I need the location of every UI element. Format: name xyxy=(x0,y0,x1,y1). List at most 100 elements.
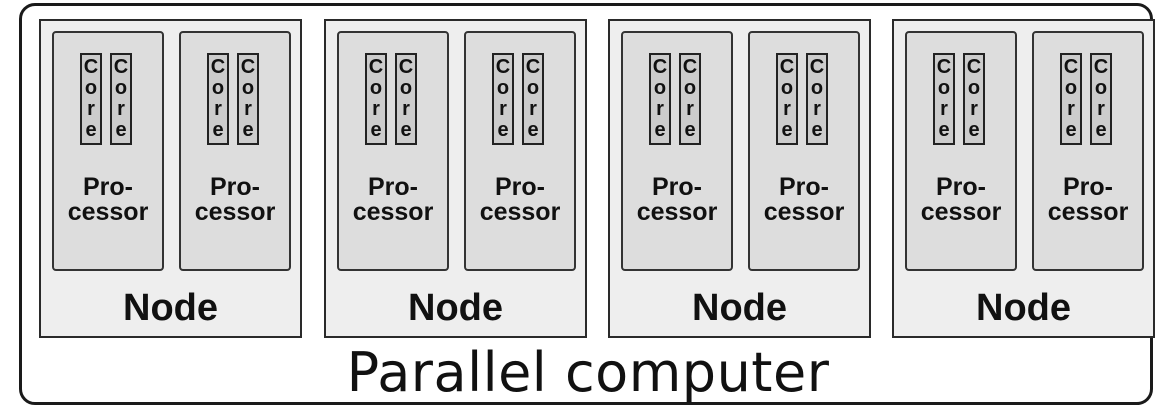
node-label: Node xyxy=(123,287,218,329)
processor-label: Pro-cessor xyxy=(181,175,289,225)
core-label-letter: r xyxy=(970,98,978,120)
core-label-letter: e xyxy=(212,119,224,141)
core-label-letter: r xyxy=(87,98,95,120)
core-label-letter: C xyxy=(525,56,541,78)
core-label-letter: e xyxy=(781,119,793,141)
processor-label: Pro-cessor xyxy=(623,175,731,225)
core-label-letter: r xyxy=(244,98,252,120)
core-label-letter: o xyxy=(1064,77,1078,99)
processor-label-line2: cessor xyxy=(920,198,1002,226)
processor-label: Pro-cessor xyxy=(1034,175,1142,225)
core-label-letter: e xyxy=(85,119,97,141)
core-label-letter: C xyxy=(83,56,99,78)
processor-label: Pro-cessor xyxy=(907,175,1015,225)
core-label-letter: e xyxy=(115,119,127,141)
core-label-letter: o xyxy=(84,77,98,99)
core-label-letter: e xyxy=(1095,119,1107,141)
core-label-letter: r xyxy=(813,98,821,120)
core-label-letter: o xyxy=(810,77,824,99)
core-label-letter: C xyxy=(809,56,825,78)
node-label: Node xyxy=(408,287,503,329)
core-label-letter: o xyxy=(526,77,540,99)
processor-label: Pro-cessor xyxy=(750,175,858,225)
core-label-letter: r xyxy=(402,98,410,120)
processor-label-line2: cessor xyxy=(636,198,718,226)
core-label-letter: r xyxy=(783,98,791,120)
core-label-letter: C xyxy=(682,56,698,78)
processor-label-line1: Pro- xyxy=(1063,173,1113,201)
processor-label-line1: Pro- xyxy=(779,173,829,201)
node-label: Node xyxy=(976,287,1071,329)
core-label-letter: o xyxy=(1094,77,1108,99)
core-label-letter: e xyxy=(968,119,980,141)
core-label-letter: e xyxy=(400,119,412,141)
core-label-letter: C xyxy=(779,56,795,78)
core-label-letter: o xyxy=(114,77,128,99)
core-label-letter: o xyxy=(496,77,510,99)
node-label: Node xyxy=(692,287,787,329)
processor-label-line2: cessor xyxy=(352,198,434,226)
core-label-letter: r xyxy=(372,98,380,120)
core-label-letter: o xyxy=(780,77,794,99)
core-label-letter: e xyxy=(370,119,382,141)
core-label-letter: r xyxy=(529,98,537,120)
core-label-letter: o xyxy=(211,77,225,99)
core-label-letter: e xyxy=(1065,119,1077,141)
core-label-letter: C xyxy=(936,56,952,78)
core-label-letter: r xyxy=(940,98,948,120)
core-label-letter: C xyxy=(966,56,982,78)
core-label-letter: r xyxy=(686,98,694,120)
core-label-letter: C xyxy=(240,56,256,78)
processor-label-line2: cessor xyxy=(67,198,149,226)
core-label-letter: o xyxy=(241,77,255,99)
core-label-letter: o xyxy=(653,77,667,99)
processor-label-line2: cessor xyxy=(763,198,845,226)
core-label-letter: C xyxy=(652,56,668,78)
parallel-computer-label: Parallel computer xyxy=(346,341,830,404)
core-label-letter: o xyxy=(369,77,383,99)
core-label-letter: e xyxy=(497,119,509,141)
core-label-letter: r xyxy=(1097,98,1105,120)
processor-label-line1: Pro- xyxy=(210,173,260,201)
processor-label-line1: Pro- xyxy=(83,173,133,201)
core-label-letter: C xyxy=(113,56,129,78)
processor-label-line1: Pro- xyxy=(936,173,986,201)
core-label-letter: C xyxy=(1063,56,1079,78)
core-label-letter: e xyxy=(242,119,254,141)
core-label-letter: C xyxy=(210,56,226,78)
processor-label-line2: cessor xyxy=(194,198,276,226)
core-label-letter: e xyxy=(654,119,666,141)
core-label-letter: e xyxy=(684,119,696,141)
core-label-letter: r xyxy=(656,98,664,120)
processor-label-line1: Pro- xyxy=(368,173,418,201)
core-label-letter: r xyxy=(499,98,507,120)
core-label-letter: e xyxy=(527,119,539,141)
core-label-letter: e xyxy=(938,119,950,141)
core-label-letter: C xyxy=(398,56,414,78)
core-label-letter: o xyxy=(937,77,951,99)
processor-label: Pro-cessor xyxy=(466,175,574,225)
processor-label-line1: Pro- xyxy=(495,173,545,201)
